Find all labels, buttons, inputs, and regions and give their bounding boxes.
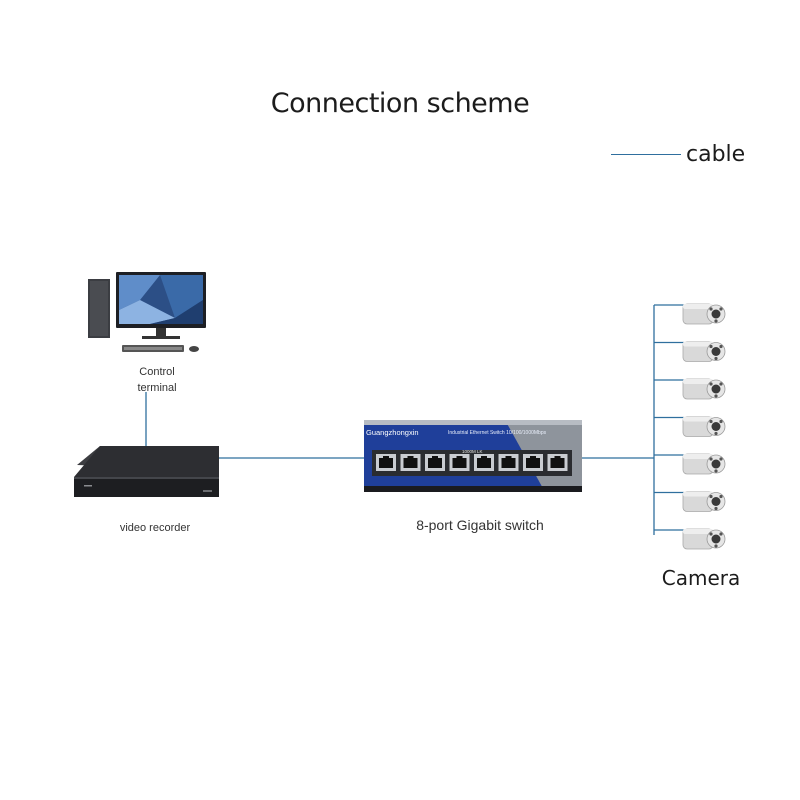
- switch-port: [449, 454, 470, 471]
- switch-port: [376, 454, 396, 471]
- switch-port: [400, 454, 421, 471]
- control-terminal-label: Control terminal: [137, 366, 177, 394]
- cable-legend-line: [611, 154, 681, 155]
- camera-group: [682, 303, 726, 550]
- control-terminal-icon: [88, 272, 206, 352]
- camera-icon: [682, 341, 726, 362]
- switch-port: [498, 454, 519, 471]
- switch-port: [523, 454, 543, 471]
- switch-brand-text: Guangzhongxin: [366, 428, 419, 437]
- switch-icon: [364, 420, 582, 492]
- switch-port: [425, 454, 445, 471]
- switch-label: 8-port Gigabit switch: [416, 517, 544, 533]
- page-title: Connection scheme: [270, 88, 530, 119]
- video-recorder-label: video recorder: [119, 522, 191, 534]
- cable-legend-label: cable: [686, 142, 746, 167]
- camera-icon: [682, 528, 726, 550]
- video-recorder-icon: [74, 446, 219, 497]
- camera-icon: [682, 303, 726, 325]
- switch-port: [474, 454, 494, 471]
- camera-icon: [682, 378, 726, 400]
- camera-icon: [682, 491, 726, 512]
- cables: [145, 304, 684, 535]
- switch-port: [547, 454, 568, 471]
- switch-model-text: Industrial Ethernet Switch 10/100/1000Mb…: [448, 430, 547, 436]
- switch-speed-text: 1000M LK: [462, 449, 483, 454]
- camera-label: Camera: [661, 566, 741, 590]
- camera-icon: [682, 416, 726, 437]
- camera-icon: [682, 453, 726, 475]
